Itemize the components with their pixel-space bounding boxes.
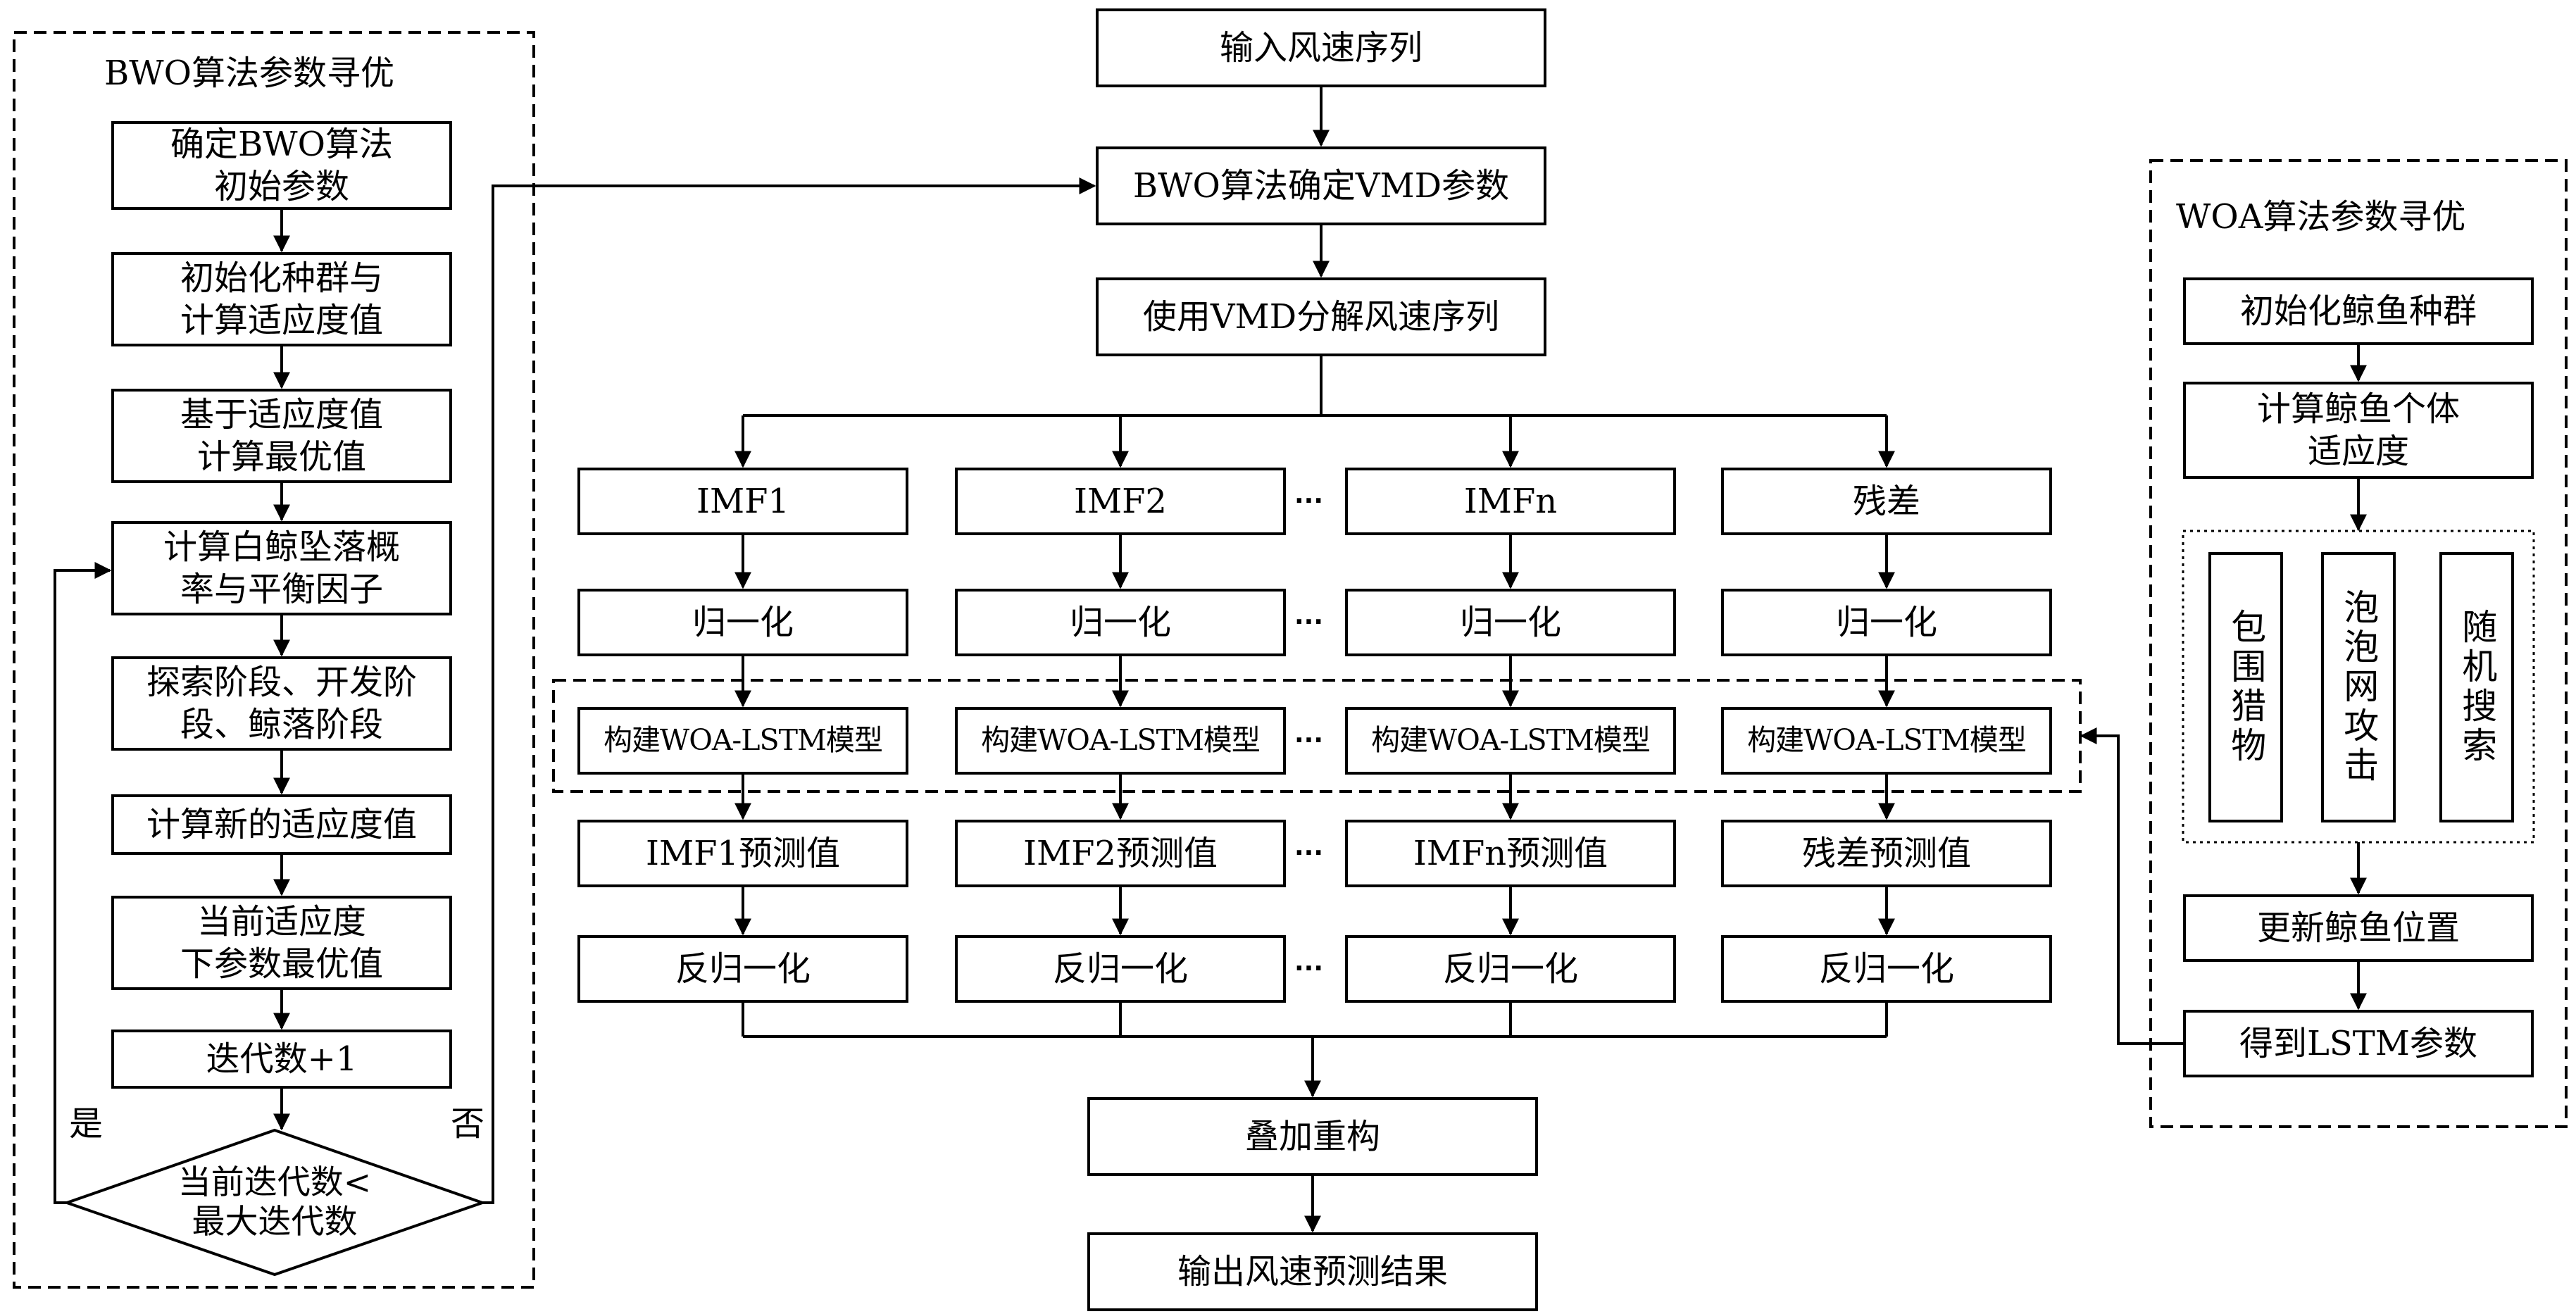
- normalize-imf2: 归一化: [955, 589, 1286, 656]
- woa-update-position: 更新鲸鱼位置: [2183, 894, 2534, 962]
- bwo-step-new-fitness: 计算新的适应度值: [111, 794, 452, 855]
- denormalize-imf1: 反归一化: [577, 935, 908, 1003]
- woa-compute-fitness: 计算鲸鱼个体 适应度: [2183, 382, 2534, 479]
- woa-strategy-random-search: 随机搜索: [2439, 552, 2514, 822]
- decision-yes-label: 是: [69, 1104, 104, 1144]
- component-imf2: IMF2: [955, 468, 1286, 535]
- bwo-panel-frame: [13, 31, 535, 1289]
- arrow-woa-feedback: [2080, 727, 2183, 1045]
- bwo-step-compute-optimum: 基于适应度值 计算最优值: [111, 389, 452, 483]
- arrow-loop-yes: [54, 562, 112, 1204]
- denormalize-imfn: 反归一化: [1345, 935, 1676, 1003]
- prediction-imf2: IMF2预测值: [955, 820, 1286, 887]
- model-imf2: 构建WOA-LSTM模型: [955, 707, 1286, 775]
- ellipsis-row-5: ···: [1294, 954, 1324, 983]
- denormalize-imf2: 反归一化: [955, 935, 1286, 1003]
- prediction-imf1: IMF1预测值: [577, 820, 908, 887]
- woa-get-lstm-params: 得到LSTM参数: [2183, 1010, 2534, 1077]
- model-residual: 构建WOA-LSTM模型: [1721, 707, 2052, 775]
- superpose-reconstruct: 叠加重构: [1087, 1097, 1538, 1176]
- bwo-step-fall-probability: 计算白鲸坠落概 率与平衡因子: [111, 521, 452, 615]
- woa-strategy-bubble-net: 泡泡网攻击: [2321, 552, 2396, 822]
- bwo-step-phases: 探索阶段、开发阶 段、鲸落阶段: [111, 656, 452, 751]
- model-imfn: 构建WOA-LSTM模型: [1345, 707, 1676, 775]
- bwo-step-iteration-increment: 迭代数+1: [111, 1030, 452, 1089]
- prediction-imfn: IMFn预测值: [1345, 820, 1676, 887]
- output-prediction: 输出风速预测结果: [1087, 1232, 1538, 1311]
- woa-strategy-encircle: 包围猎物: [2208, 552, 2283, 822]
- input-wind-speed: 输入风速序列: [1096, 8, 1546, 87]
- normalize-imf1: 归一化: [577, 589, 908, 656]
- component-imfn: IMFn: [1345, 468, 1676, 535]
- bwo-step-init-params: 确定BWO算法 初始参数: [111, 121, 452, 210]
- model-group-frame: [552, 679, 2082, 793]
- component-residual: 残差: [1721, 468, 2052, 535]
- decision-label: 当前迭代数< 最大迭代数: [177, 1163, 372, 1241]
- normalize-residual: 归一化: [1721, 589, 2052, 656]
- bwo-vmd-params: BWO算法确定VMD参数: [1096, 146, 1546, 225]
- bwo-step-init-population: 初始化种群与 计算适应度值: [111, 252, 452, 346]
- denormalize-residual: 反归一化: [1721, 935, 2052, 1003]
- ellipsis-row-3: ···: [1294, 726, 1324, 755]
- ellipsis-row-4: ···: [1294, 839, 1324, 868]
- component-imf1: IMF1: [577, 468, 908, 535]
- woa-panel-title: WOA算法参数寻优: [2176, 197, 2466, 237]
- bwo-panel-title: BWO算法参数寻优: [104, 54, 394, 93]
- model-imf1: 构建WOA-LSTM模型: [577, 707, 908, 775]
- decision-diamond: [62, 1128, 487, 1277]
- decision-no-label: 否: [451, 1104, 485, 1144]
- vmd-decompose: 使用VMD分解风速序列: [1096, 277, 1546, 356]
- ellipsis-row-2: ···: [1294, 608, 1324, 637]
- woa-init-population: 初始化鲸鱼种群: [2183, 277, 2534, 345]
- ellipsis-row-1: ···: [1294, 487, 1324, 515]
- woa-panel-frame: [2149, 159, 2568, 1128]
- prediction-residual: 残差预测值: [1721, 820, 2052, 887]
- arrow-no-exit: [482, 177, 1096, 1204]
- normalize-imfn: 归一化: [1345, 589, 1676, 656]
- bwo-step-current-optimum: 当前适应度 下参数最优值: [111, 896, 452, 990]
